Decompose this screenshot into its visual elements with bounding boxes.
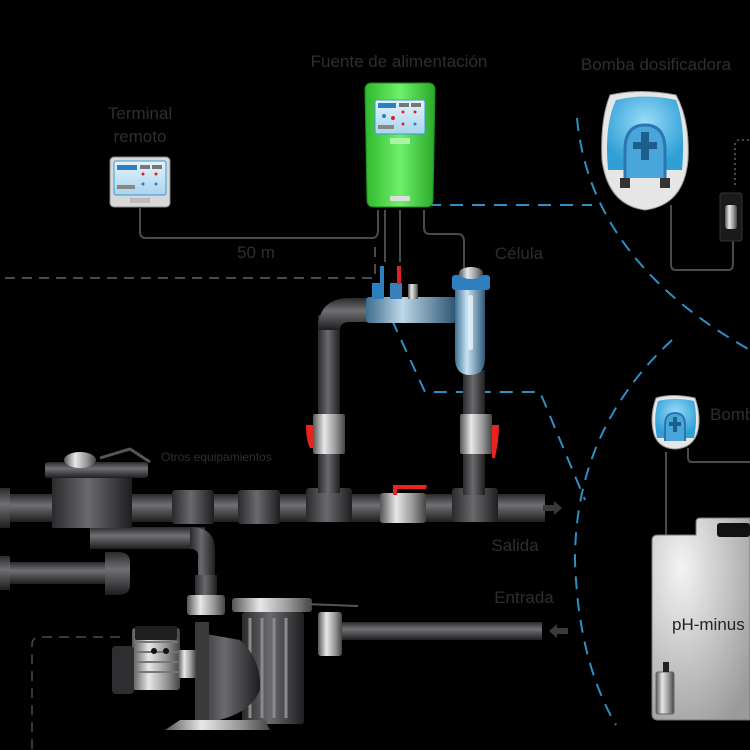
cell-inlet-pipe [318,315,340,493]
pump-feed-pipe [90,527,205,549]
electrolysis-cell[interactable] [366,266,490,375]
label-remote-terminal-2: remoto [114,127,167,146]
tee-fitting-4 [452,488,498,522]
zone-arc-upper [576,117,750,351]
dosing-pump-cable [670,205,734,271]
label-power-supply: Fuente de alimentación [311,52,488,71]
inlet-pipe [340,622,542,640]
label-dosing-pump: Bomba dosificadora [581,55,732,74]
small-pump-cable [687,448,750,463]
label-second-pump: Bomb [710,405,750,424]
level-sensor [719,192,743,242]
cell-inlet-elbow [318,298,372,330]
arrow-right-icon [543,501,562,515]
circulation-pump[interactable] [112,575,359,730]
dosing-pump[interactable] [601,91,689,211]
sensor-dotted-line [734,139,750,185]
tee-fitting-3 [306,488,352,522]
pump-power-dashed-line [31,636,120,750]
filter-housing [45,447,151,528]
arrow-left-icon [549,624,568,638]
bypass-valve[interactable] [380,485,427,523]
ph-minus-tank: pH-minus [651,517,750,721]
power-supply-unit[interactable] [364,82,436,208]
pipe-end-cap-left [0,488,10,528]
label-remote-terminal-1: Terminal [108,104,172,123]
zone-arc-lower [573,339,673,726]
isolation-valve-inlet[interactable] [306,414,345,454]
tee-fitting-2 [238,490,280,524]
label-cell: Célula [495,244,544,263]
pump-feed-elbow [190,527,215,590]
return-pipe [0,562,115,584]
label-other-equipment: Otros equipamientos [161,450,272,464]
tank-label: pH-minus [672,615,745,634]
label-inlet: Entrada [494,588,554,607]
zone-divider-line [5,240,376,279]
dosing-pump-small[interactable] [651,395,700,450]
pipe-end-cap-left-2 [0,556,10,590]
remote-cable [139,208,379,239]
link-dashed-cell [391,319,586,501]
remote-terminal[interactable] [109,156,171,208]
label-cable-length: 50 m [237,243,275,262]
label-outlet: Salida [491,536,539,555]
tee-fitting-1 [172,490,214,524]
return-elbow [105,552,130,595]
cell-power-cable [423,210,465,272]
isolation-valve-outlet[interactable] [460,414,499,458]
